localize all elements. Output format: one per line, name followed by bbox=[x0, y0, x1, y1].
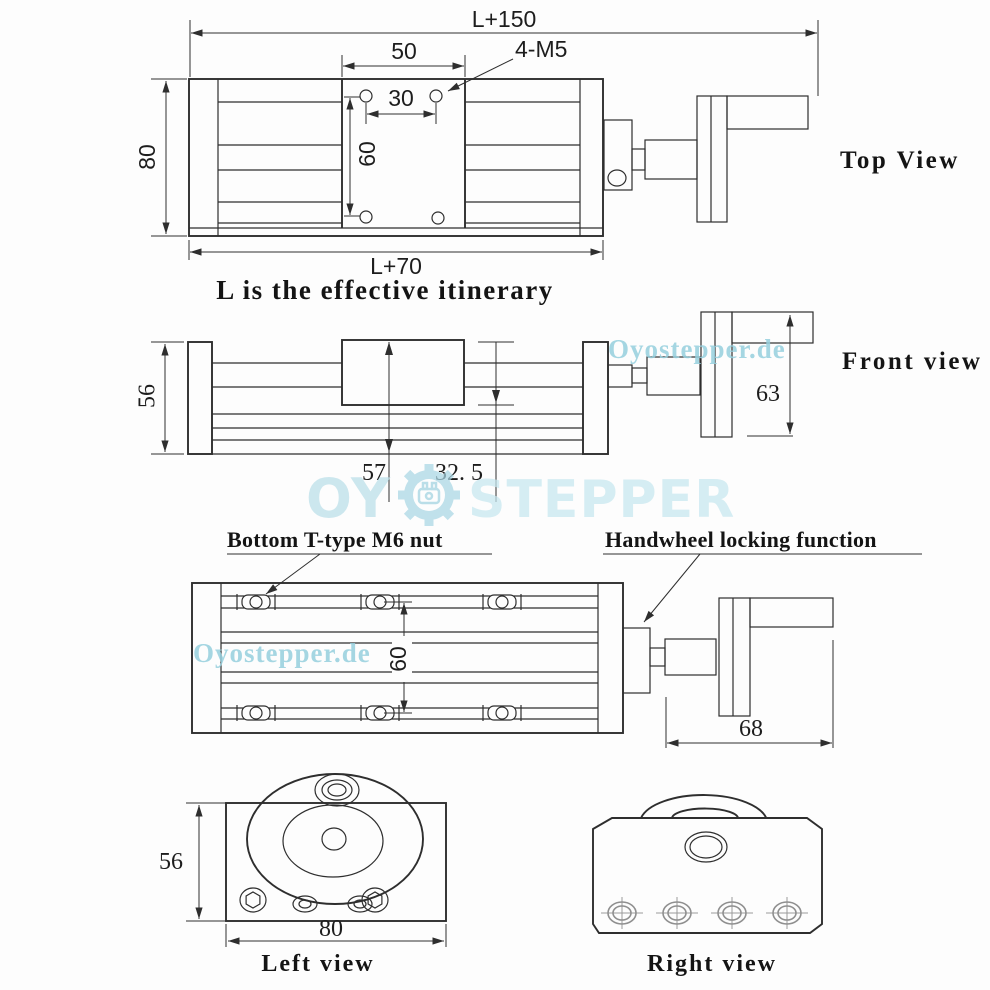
bottom-handwheel-assembly bbox=[622, 597, 834, 717]
dim-hole-spacing-y: 60 bbox=[344, 96, 380, 217]
front-view-drawing: 56 57 32. 5 63 bbox=[135, 311, 983, 502]
dim-rail-length: L+70 bbox=[188, 240, 604, 279]
dim-hole-spacing-x: 30 bbox=[365, 85, 437, 124]
dim-text-hole-spacing-y: 60 bbox=[354, 141, 380, 167]
lock-callout-text: Handwheel locking function bbox=[605, 527, 877, 552]
top-rails-right bbox=[465, 101, 580, 224]
front-view-label: Front view bbox=[842, 348, 983, 375]
dim-carriage-width: 50 bbox=[341, 38, 466, 77]
right-plate bbox=[592, 817, 823, 934]
lock-block bbox=[622, 627, 651, 694]
dim-front-body-height: 56 bbox=[135, 341, 184, 455]
left-view-label: Left view bbox=[261, 951, 374, 977]
dim-text-slot-spacing: 60 bbox=[385, 646, 411, 672]
dim-body-width: 80 bbox=[134, 78, 187, 237]
dim-text-handwheel-height: 63 bbox=[756, 381, 780, 407]
shaft-hole bbox=[684, 831, 728, 863]
front-rails bbox=[212, 362, 583, 455]
bottom-tabs bbox=[292, 895, 373, 913]
top-view-drawing: L+150 50 30 60 bbox=[134, 6, 960, 279]
tnut-callout-text: Bottom T-type M6 nut bbox=[227, 527, 443, 552]
dim-slot-spacing: 60 bbox=[384, 601, 412, 714]
site-watermark-front: Oyostepper.de bbox=[608, 334, 786, 364]
right-view-label: Right view bbox=[647, 951, 777, 977]
hole-callout-text: 4-M5 bbox=[515, 36, 567, 62]
hole-callout: 4-M5 bbox=[447, 36, 567, 92]
dim-text-overall-length: L+150 bbox=[472, 6, 537, 32]
top-rails-left bbox=[218, 101, 342, 224]
dim-total-height: 57 bbox=[362, 342, 393, 502]
top-bolt bbox=[314, 773, 360, 807]
logo-watermark: OY STEPPER bbox=[306, 464, 735, 530]
motor-face-inner bbox=[282, 804, 384, 878]
top-carriage-plate bbox=[341, 79, 466, 228]
dim-handwheel-length: 68 bbox=[665, 640, 834, 748]
dim-text-total-height: 57 bbox=[362, 460, 386, 486]
right-view-drawing: Right view bbox=[592, 794, 823, 977]
top-body-caps bbox=[189, 79, 603, 236]
mounting-holes bbox=[601, 897, 808, 929]
tnut-callout: Bottom T-type M6 nut bbox=[227, 527, 492, 595]
dim-text-front-body-height: 56 bbox=[135, 384, 161, 408]
dim-left-height: 56 bbox=[159, 802, 226, 922]
top-carriage-holes bbox=[359, 89, 445, 225]
shaft-center-hole bbox=[321, 827, 347, 851]
lock-callout: Handwheel locking function bbox=[603, 527, 922, 623]
motor-face-outer bbox=[246, 773, 424, 905]
stroke-note: L is the effective itinerary bbox=[216, 275, 553, 305]
handwheel-arc-outer bbox=[640, 794, 768, 821]
top-view-label: Top View bbox=[840, 147, 960, 174]
dim-text-hole-spacing-x: 30 bbox=[388, 85, 414, 111]
front-carriage-block bbox=[341, 339, 465, 406]
dim-overall-length: L+150 bbox=[189, 6, 819, 96]
dim-handwheel-height: 63 bbox=[747, 315, 794, 437]
dim-text-rail-length: L+70 bbox=[370, 253, 422, 279]
top-lock-knob-icon bbox=[607, 169, 627, 187]
dim-text-left-width: 80 bbox=[319, 916, 343, 942]
left-plate bbox=[225, 802, 447, 922]
logo-suffix-text: STEPPER bbox=[468, 470, 735, 530]
handwheel-arc-inner bbox=[671, 807, 739, 820]
dim-text-handwheel-length: 68 bbox=[739, 716, 763, 742]
front-handwheel-assembly bbox=[607, 311, 814, 438]
front-left-cap bbox=[187, 341, 213, 455]
dim-left-width: 80 bbox=[225, 916, 447, 947]
logo-prefix-text: OY bbox=[306, 467, 391, 530]
gear-motor-icon bbox=[398, 464, 460, 526]
top-body bbox=[188, 78, 604, 237]
tnut-slots bbox=[236, 594, 522, 721]
dim-text-left-height: 56 bbox=[159, 849, 183, 875]
front-right-cap bbox=[582, 341, 609, 455]
dim-text-body-width: 80 bbox=[134, 144, 160, 170]
left-view-drawing: 56 80 Left view bbox=[159, 773, 447, 977]
top-handwheel-assembly bbox=[603, 95, 809, 223]
site-watermark-bottom: Oyostepper.de bbox=[193, 638, 371, 668]
dim-text-carriage-width: 50 bbox=[391, 38, 417, 64]
bottom-view-drawing: 60 Oyostepper.de 68 bbox=[191, 582, 834, 748]
